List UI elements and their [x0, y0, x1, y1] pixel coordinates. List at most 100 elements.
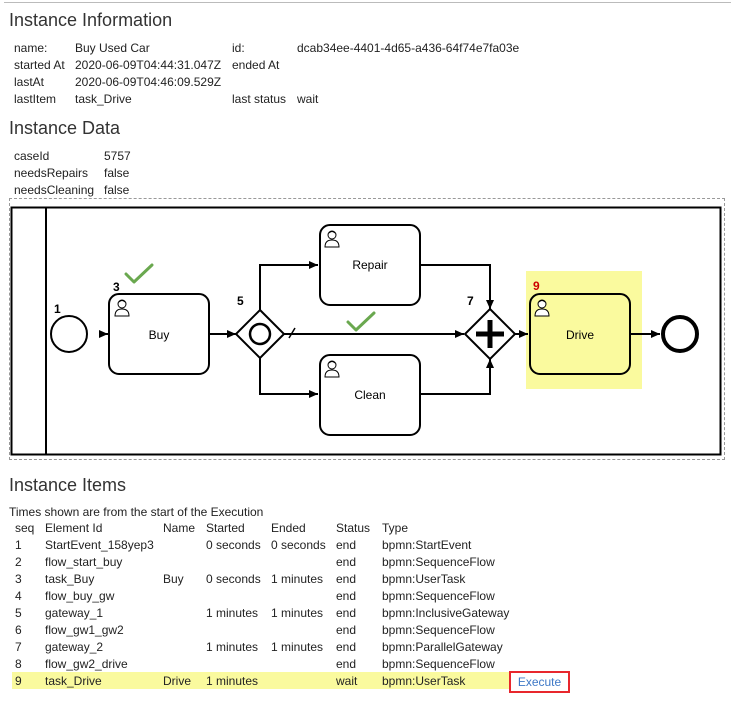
lastitem-label: lastItem [14, 92, 57, 106]
top-divider [4, 2, 731, 3]
cell-status: end [336, 656, 357, 671]
bpmn-diagram: 1 Buy 3 5 Repair Clean 7 Drive 9 [9, 198, 725, 460]
cell-ended [268, 587, 333, 604]
inclusive-gateway-icon [248, 322, 272, 346]
table-header-row: seq Element Id Name Started Ended Status… [12, 519, 515, 536]
cell-type: bpmn:ParallelGateway [382, 639, 503, 654]
task-drive[interactable] [529, 293, 631, 375]
cell-name [160, 587, 203, 604]
cell-type: bpmn:SequenceFlow [382, 622, 495, 637]
cell-status: end [336, 588, 357, 603]
pool-frame [10, 206, 722, 456]
cell-ended: 0 seconds [271, 537, 326, 552]
cell-type: bpmn:SequenceFlow [382, 554, 495, 569]
cell-seq: 6 [15, 622, 22, 637]
cell-ended [268, 655, 333, 672]
task-clean[interactable] [319, 354, 421, 436]
cell-name [160, 638, 203, 655]
cell-started: 0 seconds [206, 537, 261, 552]
cell-type: bpmn:UserTask [379, 672, 515, 689]
col-element-id: Element Id [45, 520, 103, 535]
started-value: 2020-06-09T04:44:31.047Z [75, 58, 222, 72]
cell-name [160, 553, 203, 570]
cell-started: 0 seconds [206, 571, 261, 586]
cell-name [160, 536, 203, 553]
col-type: Type [382, 520, 409, 535]
ended-label: ended At [232, 58, 280, 72]
cell-element-id: flow_start_buy [45, 554, 123, 569]
task-clean-label: Clean [354, 388, 385, 402]
flow-clean-gw2[interactable] [420, 359, 494, 395]
buy-seq: 3 [113, 280, 120, 294]
execute-button[interactable]: Execute [509, 671, 570, 693]
col-status: Status [336, 520, 371, 535]
cell-seq: 9 [12, 672, 42, 689]
gw2-seq: 7 [467, 294, 474, 308]
cell-seq: 4 [15, 588, 22, 603]
cell-status: wait [333, 672, 379, 689]
lastitem-value: task_Drive [75, 92, 132, 106]
started-label: started At [14, 58, 65, 72]
flow-gw1-repair[interactable] [259, 261, 318, 310]
task-buy-label: Buy [149, 328, 170, 342]
cell-element-id: StartEvent_158yep3 [45, 537, 154, 552]
flow-gw1-clean[interactable] [259, 358, 318, 398]
check-icon [124, 263, 154, 284]
cell-element-id: flow_gw2_drive [45, 656, 128, 671]
default-flow-mark [288, 327, 296, 339]
col-name: Name [163, 520, 196, 535]
task-repair-label: Repair [352, 258, 387, 272]
end-event[interactable] [661, 315, 699, 353]
drive-seq: 9 [533, 279, 540, 293]
instance-data-heading: Instance Data [9, 118, 121, 138]
cell-name: Buy [163, 571, 184, 586]
cell-started: 1 minutes [203, 672, 268, 689]
task-buy[interactable] [108, 293, 210, 375]
laststatus-label: last status [232, 92, 287, 106]
data-key-needsrepairs: needsRepairs [14, 166, 89, 180]
cell-seq: 3 [15, 571, 22, 586]
cell-ended: 1 minutes [271, 571, 324, 586]
data-key-needscleaning: needsCleaning [14, 183, 95, 197]
flow-repair-gw2[interactable] [420, 264, 494, 309]
cell-ended: 1 minutes [271, 605, 324, 620]
cell-seq: 5 [15, 605, 22, 620]
name-value: Buy Used Car [75, 41, 150, 55]
cell-element-id: gateway_2 [45, 639, 104, 654]
cell-ended [268, 553, 333, 570]
data-key-caseid: caseId [14, 149, 50, 163]
cell-seq: 1 [15, 537, 22, 552]
name-label: name: [14, 41, 48, 55]
data-value-caseid: 5757 [104, 149, 131, 163]
cell-started: 1 minutes [206, 639, 259, 654]
cell-started: 1 minutes [206, 605, 259, 620]
times-note: Times shown are from the start of the Ex… [9, 505, 264, 519]
col-ended: Ended [271, 520, 306, 535]
id-value: dcab34ee-4401-4d65-a436-64f74e7fa03e [297, 41, 520, 55]
cell-started [203, 655, 268, 672]
cell-status: end [336, 571, 357, 586]
cell-type: bpmn:StartEvent [382, 537, 472, 552]
gateway-inclusive[interactable] [234, 308, 286, 360]
cell-started [203, 553, 268, 570]
start-seq: 1 [54, 302, 61, 316]
lastat-value: 2020-06-09T04:46:09.529Z [75, 75, 222, 89]
cell-ended [268, 672, 333, 689]
cell-element-id: gateway_1 [45, 605, 104, 620]
cell-element-id: flow_gw1_gw2 [45, 622, 124, 637]
col-seq: seq [15, 520, 35, 535]
cell-ended [268, 621, 333, 638]
start-event[interactable] [50, 315, 88, 353]
cell-status: end [336, 605, 357, 620]
task-repair[interactable] [319, 224, 421, 306]
id-label: id: [232, 41, 245, 55]
cell-started [203, 621, 268, 638]
